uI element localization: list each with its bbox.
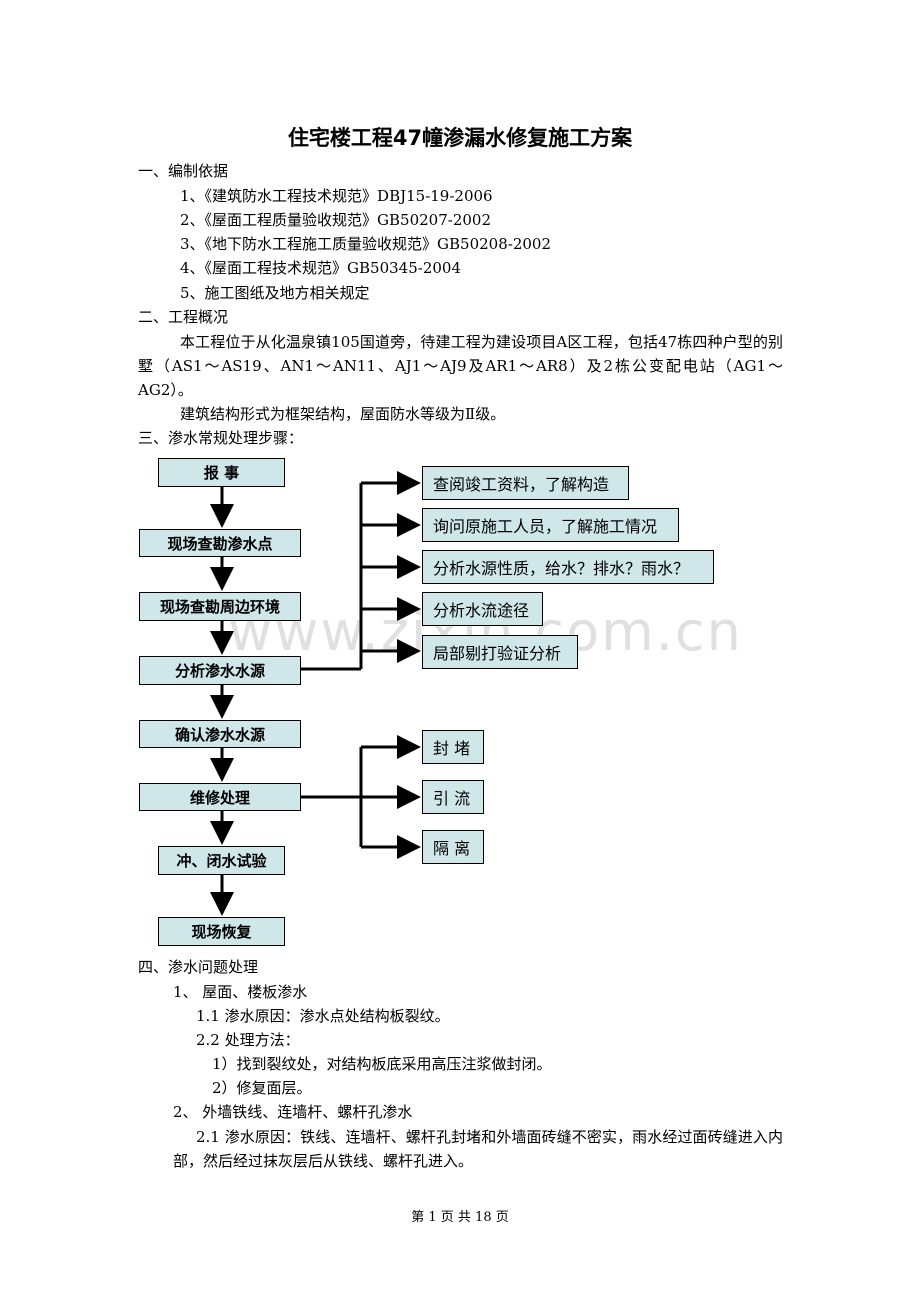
section-heading-issues: 四、渗水问题处理 [138,958,259,976]
page-footer: 第 1 页 共 18 页 [411,1210,509,1225]
flow-step-inspect-surroundings: 现场查勘周边环境 [139,592,301,621]
structure-paragraph: 建筑结构形式为框架结构，屋面防水等级为Ⅱ级。 [180,405,506,423]
basis-item: 4、《屋面工程技术规范》GB50345-2004 [180,259,462,277]
issue-heading-wall: 2、 外墙铁线、连墙杆、螺杆孔渗水 [173,1103,413,1121]
flow-branch-check-records: 查阅竣工资料，了解构造 [422,466,629,500]
flow-step-inspect-point: 现场查勘渗水点 [139,529,301,557]
basis-item: 2、《屋面工程质量验收规范》GB50207-2002 [180,211,492,229]
flow-step-report: 报 事 [158,458,285,487]
flow-step-confirm-source: 确认渗水水源 [139,720,301,748]
flow-step-repair: 维修处理 [139,783,301,811]
issue-cause: 1.1 渗水原因：渗水点处结构板裂纹。 [196,1007,450,1025]
flow-branch-seal: 封 堵 [422,730,484,764]
flow-step-water-test: 冲、闭水试验 [158,846,285,875]
document-title: 住宅楼工程47幢渗漏水修复施工方案 [287,126,633,150]
section-heading-steps: 三、渗水常规处理步骤： [138,429,304,447]
overview-paragraph: 本工程位于从化温泉镇105国道旁，待建工程为建设项目A区工程，包括47栋四种户型… [138,333,783,399]
flow-branch-drain: 引 流 [422,780,484,814]
issue-method-step: 1）找到裂纹处，对结构板底采用高压注浆做封闭。 [212,1055,552,1073]
section-heading-basis: 一、编制依据 [138,162,229,180]
flow-step-analyze-source: 分析渗水水源 [139,656,301,685]
basis-item: 5、施工图纸及地方相关规定 [180,284,370,302]
basis-item: 1、《建筑防水工程技术规范》DBJ15-19-2006 [180,187,493,205]
flow-branch-ask-builders: 询问原施工人员，了解施工情况 [422,508,679,542]
flow-branch-verify: 局部剔打验证分析 [422,635,578,669]
issue-heading-roof: 1、 屋面、楼板渗水 [173,983,308,1001]
section-heading-overview: 二、工程概况 [138,308,229,326]
flow-branch-isolate: 隔 离 [422,830,484,864]
issue-cause-wall: 2.1 渗水原因：铁线、连墙杆、螺杆孔封堵和外墙面砖缝不密实，雨水经过面砖缝进入… [173,1128,783,1170]
issue-method: 2.2 处理方法： [196,1031,300,1049]
flow-branch-water-path: 分析水流途径 [422,592,543,626]
issue-method-step: 2）修复面层。 [212,1079,312,1097]
basis-item: 3、《地下防水工程施工质量验收规范》GB50208-2002 [180,235,552,253]
flow-branch-water-nature: 分析水源性质，给水？排水？雨水？ [422,550,714,584]
flow-step-restore: 现场恢复 [158,917,285,946]
